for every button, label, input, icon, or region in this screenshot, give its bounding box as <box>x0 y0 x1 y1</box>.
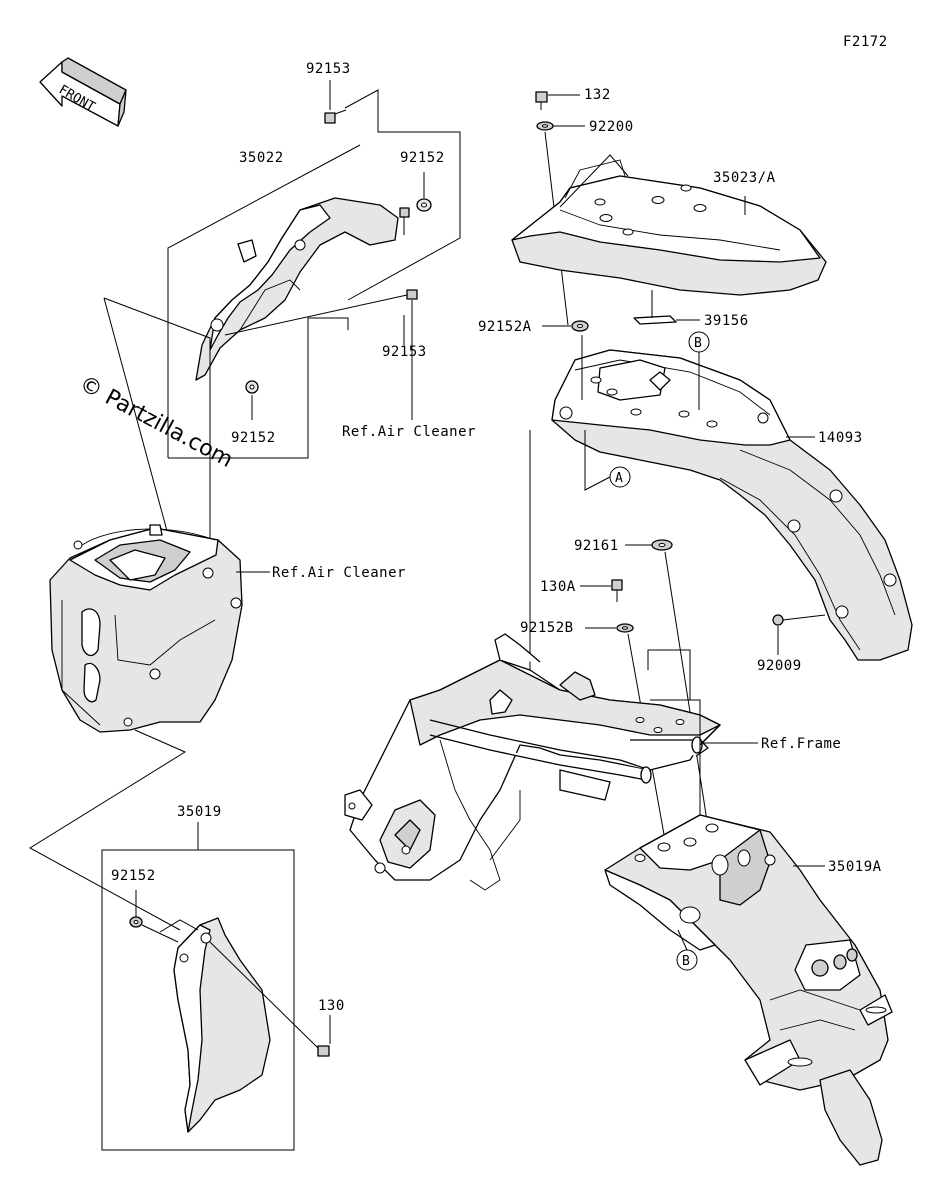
label-92152A: 92152A <box>478 319 532 335</box>
label-132: 132 <box>584 87 611 103</box>
svg-text:A: A <box>615 471 623 486</box>
label-35022: 35022 <box>239 150 284 166</box>
label-130: 130 <box>318 998 345 1014</box>
bracket-line-mount-2 <box>650 699 701 815</box>
marker-B-top: B <box>688 331 710 410</box>
bolt-92153-top <box>324 80 347 124</box>
marker-A: A <box>584 430 631 491</box>
label-92153-top: 92153 <box>306 61 351 77</box>
label-92152-box: 92152 <box>111 868 156 884</box>
svg-text:B: B <box>694 336 702 351</box>
rivet-92009 <box>772 614 826 655</box>
label-92152B: 92152B <box>520 620 574 636</box>
mud-flap-35019 <box>141 917 271 1133</box>
rear-fender-14093 <box>551 349 913 661</box>
label-92200: 92200 <box>589 119 634 135</box>
label-ref-frame: Ref.Frame <box>761 736 841 752</box>
bolt-130A <box>580 579 623 602</box>
air-cleaner-box <box>49 524 243 733</box>
bolt-ref-air-cleaner <box>224 289 418 420</box>
label-130A: 130A <box>540 579 576 595</box>
label-35019: 35019 <box>177 804 222 820</box>
label-92152-right: 92152 <box>400 150 445 166</box>
ref-line-cleaner-to-35019 <box>29 729 187 931</box>
label-39156: 39156 <box>704 313 749 329</box>
marker-B-bottom: B <box>676 929 698 971</box>
washer-92200 <box>536 121 585 131</box>
label-35023A: 35023/A <box>713 170 776 186</box>
washer-92152-box <box>129 916 143 928</box>
group-35019-box <box>101 822 295 1151</box>
figure-code: F2172 <box>843 34 888 50</box>
bolt-130 <box>209 941 331 1057</box>
inner-fender-35022 <box>195 197 399 381</box>
grommet-92161 <box>625 539 711 841</box>
label-ref-air-cleaner-2: Ref.Air Cleaner <box>272 565 406 581</box>
frame-reference <box>344 633 721 891</box>
label-92161: 92161 <box>574 538 619 554</box>
label-92152-low: 92152 <box>231 430 276 446</box>
svg-text:B: B <box>682 954 690 969</box>
tail-bracket-35019A <box>604 814 893 1166</box>
bolt-92153-mid <box>399 207 410 345</box>
front-arrow-icon: FRONT <box>39 57 127 127</box>
label-92153-mid: 92153 <box>382 344 427 360</box>
label-ref-air-cleaner-1: Ref.Air Cleaner <box>342 424 476 440</box>
bracket-line-mount <box>647 649 691 700</box>
tape-39156 <box>633 290 700 325</box>
bolt-132 <box>535 91 580 110</box>
seat-cowl-35023A <box>511 154 827 296</box>
label-92009: 92009 <box>757 658 802 674</box>
washer-92152-right <box>416 172 432 212</box>
label-14093: 14093 <box>818 430 863 446</box>
washer-92152A <box>571 320 589 332</box>
group-35022-bracket <box>167 89 461 459</box>
washer-92152-low <box>245 380 259 420</box>
label-35019A: 35019A <box>828 859 882 875</box>
